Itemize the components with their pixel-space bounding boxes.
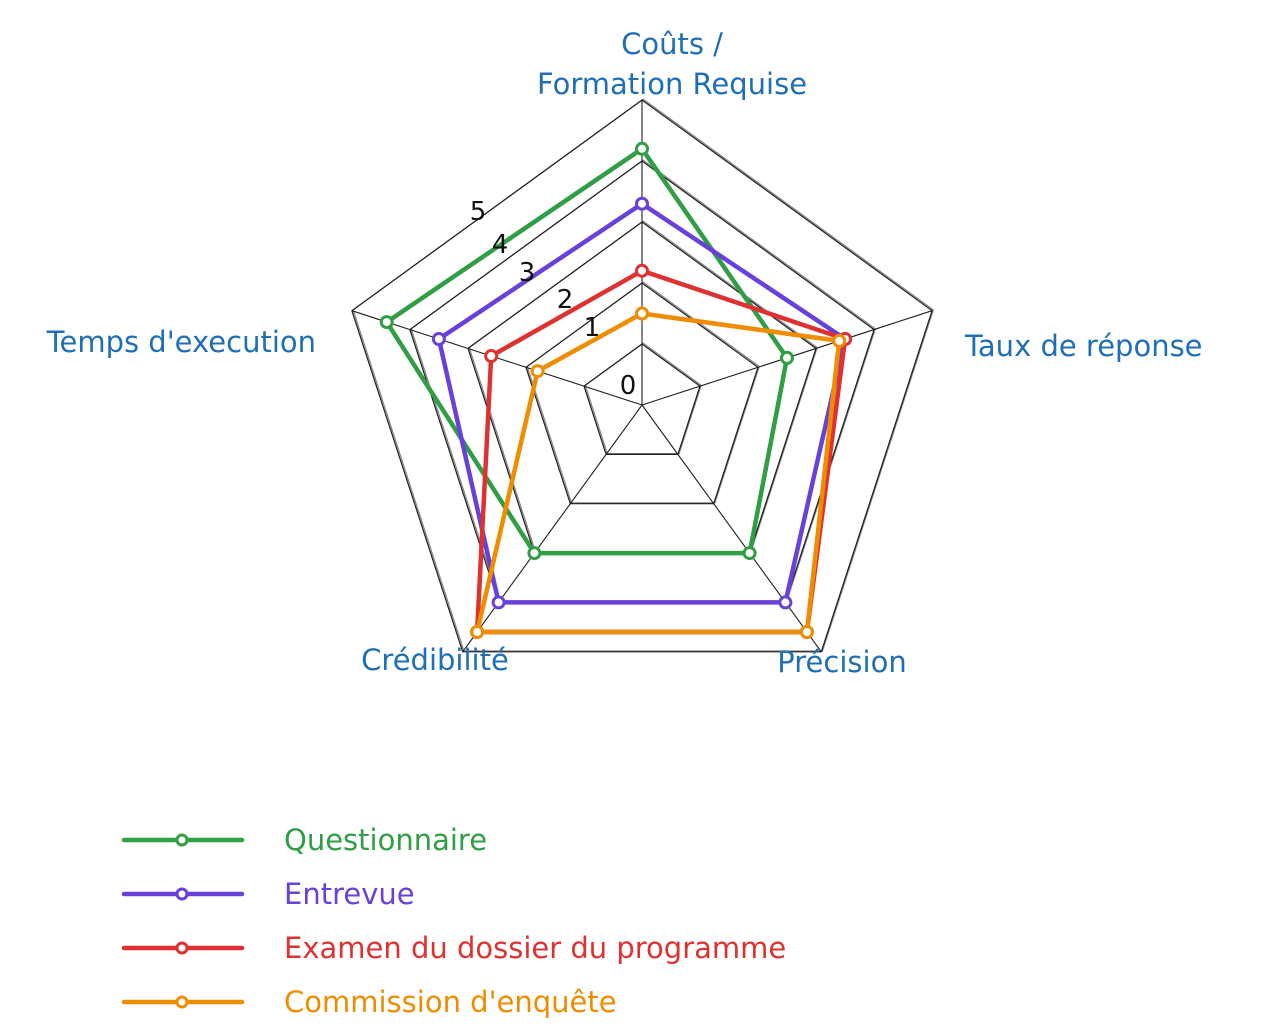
axis-label-0-line-0: Coûts / <box>621 27 723 61</box>
series-line-1 <box>436 201 848 605</box>
series-line-3 <box>474 311 842 635</box>
series-line-0 <box>384 146 790 556</box>
axis-label-4-line-0: Temps d'execution <box>46 325 316 359</box>
legend-item-0: Questionnaire <box>121 823 487 857</box>
axis-label-2: Précision <box>777 645 906 679</box>
series-0-point-4 <box>379 315 394 330</box>
radar-series <box>379 141 853 639</box>
legend-label-3: Commission d'enquête <box>284 985 617 1019</box>
tick-label-1: 1 <box>584 313 601 343</box>
series-3-point-0 <box>635 306 649 321</box>
legend-item-2: Examen du dossier du programme <box>121 931 786 965</box>
series-3-point-2 <box>799 625 814 639</box>
series-1-point-0 <box>635 196 649 211</box>
legend-label-0: Questionnaire <box>284 823 487 857</box>
grid-ring-5-sketch <box>352 98 935 652</box>
legend-item-1: Entrevue <box>121 877 415 911</box>
series-1-point-2 <box>778 595 793 610</box>
tick-label-3: 3 <box>519 258 536 288</box>
series-2-point-0 <box>635 263 649 278</box>
axis-label-1-line-0: Taux de réponse <box>964 329 1203 363</box>
axis-label-3: Crédibilité <box>361 643 509 677</box>
series-1 <box>431 196 853 610</box>
legend-marker-1 <box>175 887 189 901</box>
series-0 <box>379 141 794 561</box>
legend-marker-2 <box>175 941 189 955</box>
axis-label-4: Temps d'execution <box>46 325 316 359</box>
series-0-point-2 <box>742 546 757 561</box>
axis-label-3-line-0: Crédibilité <box>361 643 509 677</box>
tick-label-4: 4 <box>492 230 509 260</box>
legend-item-3: Commission d'enquête <box>121 985 617 1019</box>
series-3-point-4 <box>530 364 545 379</box>
series-0-point-3 <box>527 546 542 561</box>
series-2 <box>470 263 853 639</box>
legend-marker-3 <box>175 995 189 1009</box>
axis-label-2-line-0: Précision <box>777 645 906 679</box>
grid-ring-1-sketch <box>584 342 702 455</box>
series-1-point-3 <box>491 595 506 610</box>
series-0-point-1 <box>780 350 794 365</box>
tick-label-0: 0 <box>620 371 637 401</box>
grid-spoke-2 <box>641 404 822 653</box>
legend-label-1: Entrevue <box>284 877 415 911</box>
series-2-point-4 <box>484 349 499 363</box>
tick-label-5: 5 <box>470 197 487 227</box>
series-0-point-0 <box>635 141 649 156</box>
series-3-point-3 <box>470 625 485 639</box>
axis-label-0: Coûts / Formation Requise <box>537 27 807 101</box>
series-3 <box>470 306 847 639</box>
legend-label-2: Examen du dossier du programme <box>284 931 786 965</box>
axis-label-1: Taux de réponse <box>964 329 1203 363</box>
grid-spoke-3 <box>462 404 643 653</box>
tick-label-2: 2 <box>557 285 574 315</box>
radar-grid <box>351 98 935 653</box>
series-3-point-1 <box>832 333 847 348</box>
legend-marker-0 <box>175 833 189 847</box>
grid-ring-2-sketch <box>526 281 760 504</box>
series-1-point-4 <box>431 332 446 346</box>
axis-label-0-line-1: Formation Requise <box>537 67 807 101</box>
